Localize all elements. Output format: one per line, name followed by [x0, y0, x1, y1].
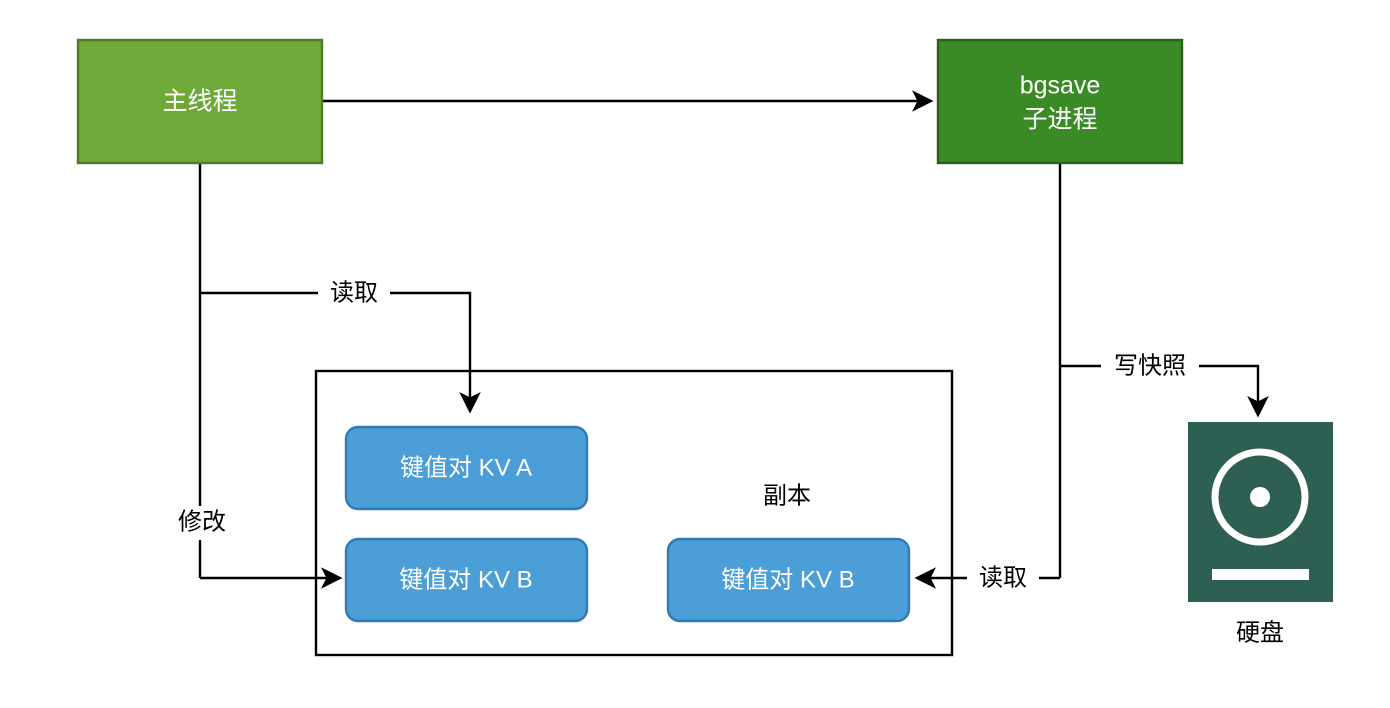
disk-led-bar — [1212, 569, 1309, 580]
disk-icon[interactable] — [1188, 422, 1333, 602]
edge-read-memory — [200, 291, 481, 414]
bgsave-label-line2: 子进程 — [1022, 106, 1097, 134]
bgsave-label-line1: bgsave — [1020, 72, 1101, 100]
disk-spindle-dot — [1250, 487, 1270, 507]
kv-a-label: 键值对 KV A — [400, 454, 532, 481]
kv-b-copy-label: 键值对 KV B — [721, 566, 854, 593]
kv-b-label: 键值对 KV B — [399, 566, 532, 593]
disk-platter-ring — [1211, 448, 1309, 546]
read-copy-label-bg — [967, 561, 1039, 595]
edge-label-read-memory: 读取 — [330, 279, 378, 306]
modify-label-bg — [166, 506, 238, 540]
kv-a-box[interactable] — [344, 425, 589, 511]
kv-b-box[interactable] — [344, 537, 589, 623]
main-thread-box[interactable] — [76, 38, 324, 165]
kv-b-copy-box[interactable] — [666, 537, 911, 623]
read-memory-label-bg — [318, 276, 390, 310]
main-thread-label: 主线程 — [162, 88, 237, 116]
memory-container — [314, 369, 954, 657]
edge-label-read-copy: 读取 — [979, 564, 1027, 591]
edge-label-write-snapshot: 写快照 — [1114, 352, 1186, 379]
edge-label-modify-memory: 修改 — [178, 508, 226, 535]
write-snapshot-label-bg — [1101, 349, 1199, 383]
bgsave-box[interactable] — [936, 38, 1184, 165]
disk-label: 硬盘 — [1236, 619, 1284, 646]
copy-group-label: 副本 — [763, 482, 811, 509]
